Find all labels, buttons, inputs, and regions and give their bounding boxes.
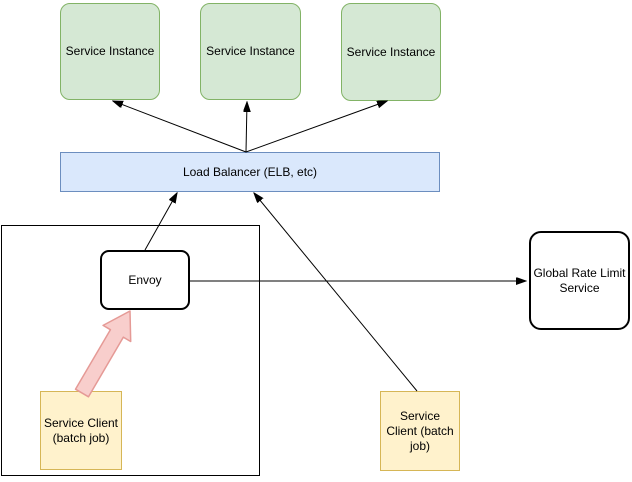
service-instance-3-label: Service Instance xyxy=(346,44,436,59)
service-client-left-node: Service Client (batch job) xyxy=(40,391,122,470)
arrow-service-client-right-to-load-balancer xyxy=(254,193,418,392)
envoy-label: Envoy xyxy=(128,272,162,287)
service-client-right-node: Service Client (batch job) xyxy=(380,391,460,471)
service-instance-1-node: Service Instance xyxy=(60,3,160,100)
service-instance-1-label: Service Instance xyxy=(65,44,155,58)
service-client-right-label: Service Client (batch job) xyxy=(386,408,454,453)
service-client-left-label: Service Client (batch job) xyxy=(43,415,119,445)
service-instance-3-node: Service Instance xyxy=(341,3,441,101)
arrow-load-balancer-to-service-instance-3 xyxy=(245,101,387,153)
load-balancer-label: Load Balancer (ELB, etc) xyxy=(182,164,318,179)
envoy-node: Envoy xyxy=(100,250,190,310)
service-instance-2-node: Service Instance xyxy=(200,3,301,100)
service-instance-2-label: Service Instance xyxy=(206,44,295,58)
global-rate-limit-service-label: Global Rate Limit Service xyxy=(533,265,626,295)
global-rate-limit-service-node: Global Rate Limit Service xyxy=(529,231,630,330)
arrow-load-balancer-to-service-instance-2 xyxy=(246,102,247,153)
arrow-load-balancer-to-service-instance-1 xyxy=(113,101,247,153)
load-balancer-node: Load Balancer (ELB, etc) xyxy=(60,152,440,192)
